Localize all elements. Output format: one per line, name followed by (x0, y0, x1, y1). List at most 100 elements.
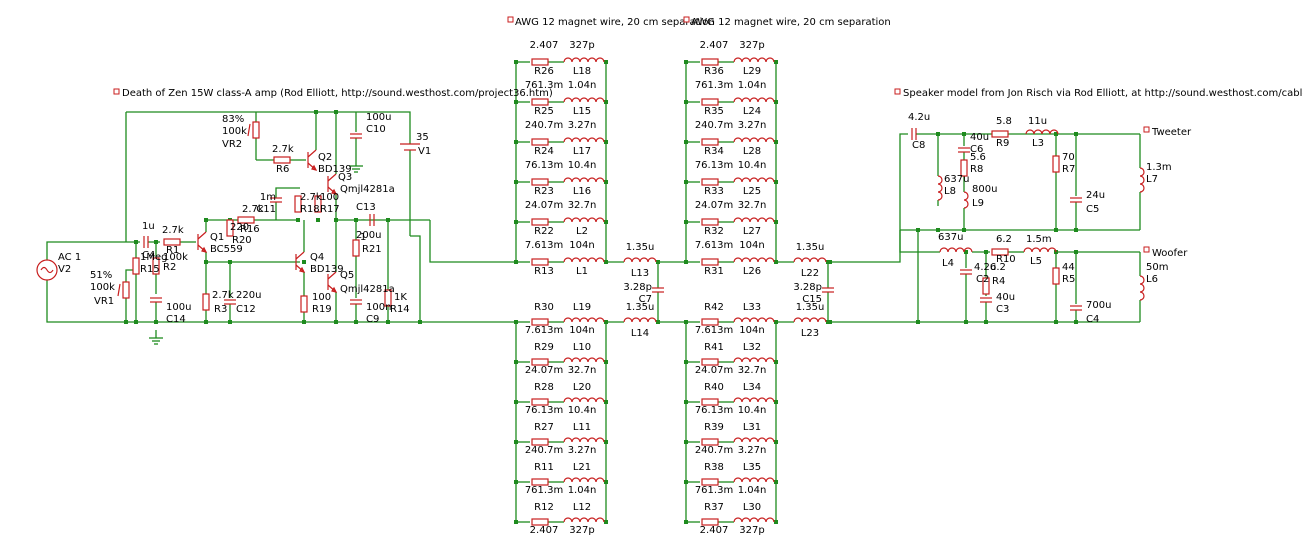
res-value: 1Meg (140, 252, 168, 263)
pot-ref: VR2 (222, 139, 242, 150)
wire (335, 194, 430, 221)
junction-dot (334, 320, 338, 324)
res-value: 100 (312, 292, 331, 303)
r19 (300, 295, 308, 313)
inductor-ref: L12 (573, 502, 591, 513)
junction-dot (656, 260, 660, 264)
resistor-ref: R28 (534, 382, 554, 393)
q5-transistor (327, 271, 337, 280)
junction-dot (354, 320, 358, 324)
r3 (202, 293, 210, 311)
transistor-type: Qmjl4281a (340, 284, 395, 295)
resistance-value: 240.7m (695, 445, 733, 456)
cable-inductor (563, 437, 605, 443)
junction-dot (334, 110, 338, 114)
cable-inductor (563, 97, 605, 103)
capacitor-ref: C15 (802, 294, 822, 305)
inductance-value: 1.04n (738, 485, 767, 496)
ind-value: 637u (944, 174, 969, 185)
res-ref: R10 (996, 254, 1016, 265)
ac-source (36, 259, 58, 281)
cable-resistor (701, 518, 719, 526)
q3-transistor (331, 188, 338, 195)
resistor-ref: R38 (704, 462, 724, 473)
resistance-value: 2.407 (530, 40, 559, 51)
inductance-value: 3.27n (568, 445, 597, 456)
res-value: 70 (1062, 152, 1075, 163)
inductor-ref: L33 (743, 302, 761, 313)
l4 (939, 247, 973, 253)
bias-resistor (152, 257, 160, 275)
junction-dot (134, 320, 138, 324)
inductance-value: 327p (739, 525, 764, 536)
inductance-value: 32.7n (738, 200, 767, 211)
resistor-ref: R22 (534, 226, 554, 237)
cable-resistor (701, 178, 719, 186)
cable-resistor (701, 358, 719, 366)
wire (830, 133, 908, 263)
q3-transistor (327, 186, 337, 195)
res-ref: R7 (1062, 164, 1075, 175)
resistor-ref: R34 (704, 146, 724, 157)
cable-inductor (733, 397, 775, 403)
res-ref: R4 (992, 276, 1005, 287)
cable-inductor (563, 177, 605, 183)
inductor-ref: L26 (743, 266, 761, 277)
cap-ref: C9 (366, 314, 379, 325)
ind-value: 1.5m (1026, 234, 1052, 245)
series-inductor (793, 317, 827, 323)
inductor-ref: L16 (573, 186, 591, 197)
resistor-ref: R31 (704, 266, 724, 277)
cable-inductor (563, 317, 605, 323)
resistance-value: 240.7m (695, 120, 733, 131)
resistance-value: 24.07m (695, 365, 733, 376)
wires (46, 60, 1141, 524)
inductance-value: 104n (739, 240, 764, 251)
junction-dot (154, 320, 158, 324)
cable-inductor (733, 177, 775, 183)
inductance-value: 1.35u (796, 302, 825, 313)
res-value: 1 (360, 232, 366, 243)
r18 (294, 195, 302, 213)
resistor-ref: R11 (534, 462, 554, 473)
junction-dot (984, 250, 988, 254)
q4-transistor (295, 264, 305, 273)
resistor-ref: R26 (534, 66, 554, 77)
inductance-value: 3.27n (738, 445, 767, 456)
l5 (1023, 247, 1057, 253)
cable-resistor (531, 398, 549, 406)
l6 (1139, 275, 1145, 301)
resistor-ref: R29 (534, 342, 554, 353)
ind-ref: L7 (1146, 174, 1158, 185)
r14 (384, 289, 392, 307)
junction-dot (124, 320, 128, 324)
ind-value: 637u (938, 232, 963, 243)
cap-ref: C12 (236, 304, 256, 315)
r9 (991, 130, 1009, 138)
r8 (960, 159, 968, 177)
cap-value: 1u (142, 221, 155, 232)
q1-transistor (197, 244, 207, 253)
source-value: 35 (416, 132, 429, 143)
amp-note-marker (113, 88, 120, 95)
inductor-ref: L27 (743, 226, 761, 237)
resistance-value: 761.3m (695, 80, 733, 91)
res-value: 44 (1062, 262, 1075, 273)
res-value: 2.7k (212, 290, 234, 301)
inductance-value: 32.7n (568, 365, 597, 376)
res-ref: R3 (214, 304, 227, 315)
cable-resistor (531, 98, 549, 106)
cable-inductor (563, 217, 605, 223)
resistance-value: 2.407 (530, 525, 559, 536)
inductance-value: 327p (569, 525, 594, 536)
inductance-value: 1.35u (626, 302, 655, 313)
cable-resistor (701, 438, 719, 446)
junction-dot (964, 250, 968, 254)
inductor-ref: L19 (573, 302, 591, 313)
cable-inductor (733, 477, 775, 483)
cable-inductor (563, 357, 605, 363)
ind-ref: L4 (942, 258, 954, 269)
transistor-type: BD139 (318, 164, 352, 175)
source-ref: V2 (58, 264, 71, 275)
capacitance-value: 3.28p (793, 282, 822, 293)
